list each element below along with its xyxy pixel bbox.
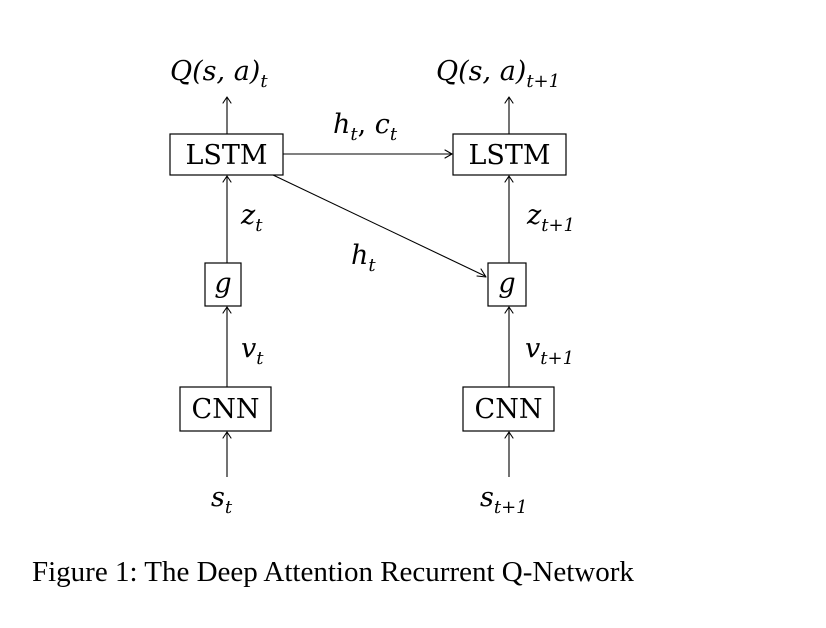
left-z-label: zt: [240, 200, 263, 236]
attention-hidden-arrowhead: [476, 268, 487, 278]
left-cnn-label: CNN: [192, 394, 260, 425]
left-g-arrowhead: [222, 306, 232, 314]
recurrent-state-label: ht, ct: [333, 109, 398, 145]
attention-hidden-edge: [272, 174, 486, 277]
right-lstm-box: [452, 133, 567, 176]
left-lstm-arrowhead: [222, 175, 232, 183]
right-cnn-arrowhead: [504, 431, 514, 439]
left-g-box: [204, 262, 242, 307]
right-output-q-label: Q(s, a)t+1: [436, 56, 560, 92]
left-v-label: vt: [241, 333, 264, 369]
left-output-arrowhead: [222, 96, 232, 104]
right-lstm-label: LSTM: [468, 140, 550, 171]
left-lstm-label: LSTM: [185, 140, 267, 171]
recurrent-state-arrowhead: [444, 149, 453, 159]
figure-caption: Figure 1: The Deep Attention Recurrent Q…: [32, 556, 634, 588]
right-state-label: st+1: [480, 482, 528, 518]
right-cnn-label: CNN: [475, 394, 543, 425]
left-output-q-label: Q(s, a)t: [170, 56, 268, 92]
right-output-arrowhead: [504, 96, 514, 104]
right-z-label: zt+1: [526, 200, 575, 236]
right-g-arrowhead: [504, 306, 514, 314]
attention-hidden-label: ht: [351, 240, 376, 276]
left-state-label: st: [211, 482, 233, 518]
right-lstm-arrowhead: [504, 175, 514, 183]
left-g-label: g: [214, 268, 231, 299]
left-lstm-box: [169, 133, 284, 176]
left-cnn-box: [179, 386, 272, 432]
right-v-label: vt+1: [525, 333, 574, 369]
left-cnn-arrowhead: [222, 431, 232, 439]
right-cnn-box: [462, 386, 555, 432]
right-g-box: [487, 262, 527, 307]
right-g-label: g: [498, 268, 515, 299]
